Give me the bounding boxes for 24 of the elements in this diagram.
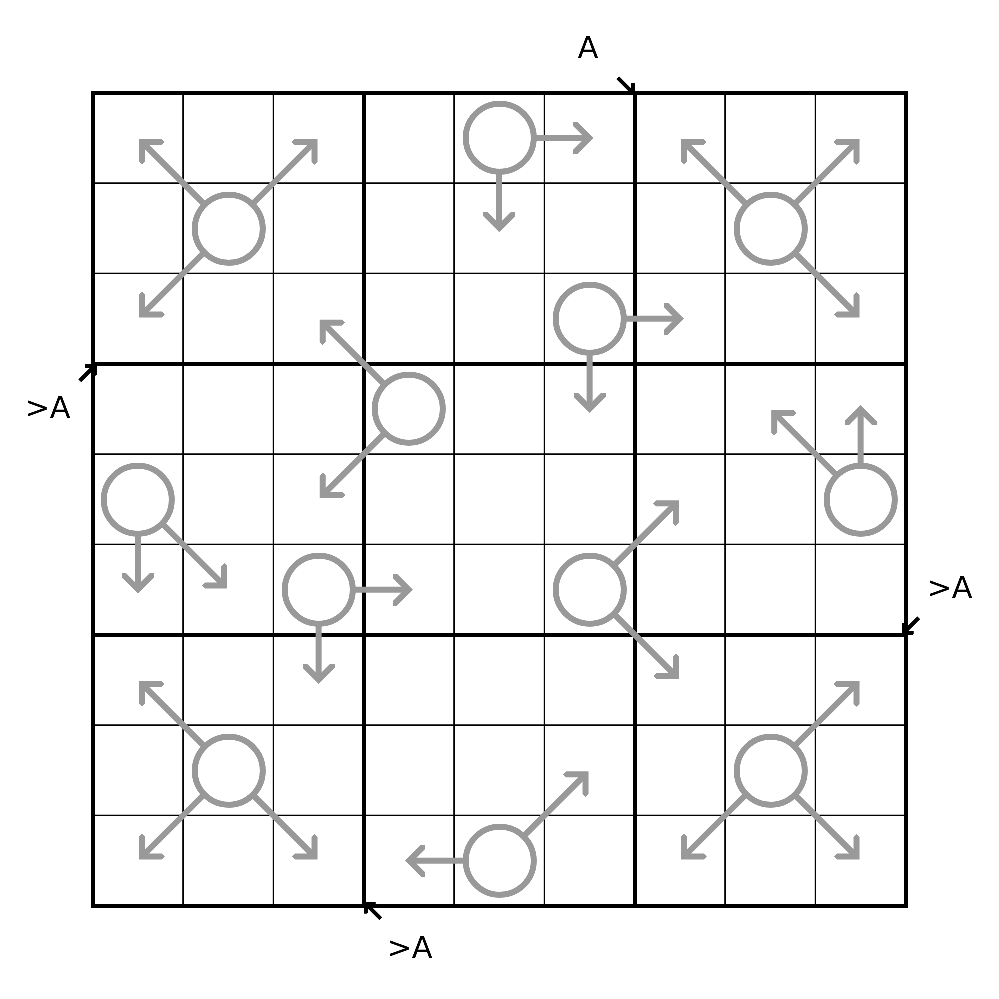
arrow [794,794,860,860]
arrow [522,772,589,838]
arrow [252,794,318,860]
clue-label: >A [25,392,71,426]
arrow [480,174,518,232]
arrow [320,432,386,498]
arrow [681,794,748,860]
clue-label: >A [927,572,973,606]
arrow [794,252,860,318]
arrow [613,500,680,566]
arrow [139,794,206,860]
clue-label: A [578,32,599,66]
arrow [139,681,206,748]
arrow [613,613,680,680]
arrow [162,522,228,589]
clue-label: >A [387,932,433,966]
arrow [794,139,860,206]
arrow [139,139,206,206]
arrow [681,139,748,206]
arrow [794,681,860,748]
arrow [320,320,386,386]
arrow [252,139,318,206]
arrow [772,410,838,476]
arrow [139,252,206,318]
